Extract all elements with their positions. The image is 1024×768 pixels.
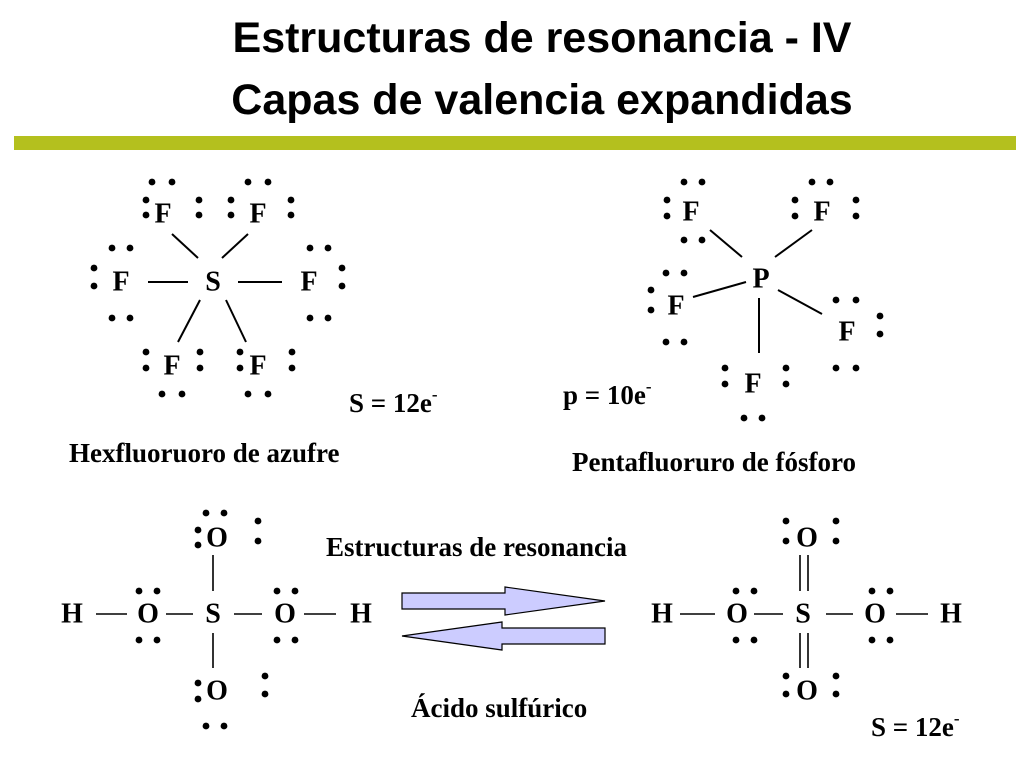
sf6-electron-count-text: S = 12e	[349, 388, 432, 418]
h2so4-right-oxygen-top-atom: O	[796, 523, 818, 554]
reverse-arrow	[401, 621, 606, 651]
sf6-fluorine-atom: F	[249, 351, 266, 382]
sf6-fluorine-atom: F	[249, 199, 266, 230]
sf6-compound-name: Hexfluoruoro de azufre	[69, 438, 339, 468]
title-underline-bar	[14, 136, 1016, 150]
sf6-structure: S F F F F F F S = 12e- Hexfluoru	[69, 178, 438, 468]
pf5-phosphorus-atom: P	[752, 264, 769, 295]
h2so4-right-oxygen-bottom-atom: O	[796, 676, 818, 707]
pf5-bond-right	[777, 289, 823, 315]
h2so4-right-oxygen-atom: O	[726, 599, 748, 630]
sf6-bond-bottom-left	[177, 299, 201, 343]
title-line-1: Estructuras de resonancia - IV	[232, 14, 852, 62]
pf5-bond-top-right	[774, 229, 813, 258]
h2so4-left-hydrogen-atom: H	[350, 599, 372, 630]
pf5-electron-count: p = 10e-	[563, 377, 652, 410]
h2so4-right-oxygen-atom: O	[864, 599, 886, 630]
pf5-fluorine-atom: F	[667, 291, 684, 322]
h2so4-left-hydrogen-atom: H	[61, 599, 83, 630]
title-line-2: Capas de valencia expandidas	[231, 76, 853, 124]
pf5-electron-count-text: p = 10e	[563, 380, 646, 410]
sf6-bond-top-left	[171, 233, 199, 259]
h2so4-right-hydrogen-atom: H	[940, 599, 962, 630]
resonance-label: Estructuras de resonancia	[326, 532, 627, 562]
sf6-fluorine-atom: F	[300, 267, 317, 298]
h2so4-left-oxygen-atom: O	[274, 599, 296, 630]
pf5-compound-name: Pentafluoruro de fósforo	[572, 447, 856, 477]
resonance-arrows: Estructuras de resonancia Ácido sulfúric…	[326, 532, 627, 723]
pf5-fluorine-atom: F	[838, 317, 855, 348]
pf5-lone-pair-dots	[647, 178, 884, 422]
sf6-sulfur-atom: S	[205, 267, 221, 298]
h2so4-right-lone-pair-dots	[732, 517, 894, 698]
pf5-fluorine-atom: F	[682, 197, 699, 228]
pf5-fluorine-atom: F	[813, 197, 830, 228]
sf6-lone-pair-dots	[90, 178, 346, 398]
h2so4-left-oxygen-atom: O	[137, 599, 159, 630]
sf6-fluorine-atom: F	[154, 199, 171, 230]
h2so4-structure-left: H O S O H O O	[61, 509, 372, 730]
h2so4-structure-right: H O S O H O O S = 12e-	[651, 517, 962, 742]
forward-arrow	[401, 586, 606, 616]
h2so4-right-hydrogen-atom: H	[651, 599, 673, 630]
h2so4-electron-count: S = 12e-	[871, 709, 960, 742]
sf6-fluorine-atom: F	[163, 351, 180, 382]
sf6-bond-bottom-right	[225, 299, 247, 343]
h2so4-left-oxygen-bottom-atom: O	[206, 676, 228, 707]
sf6-electron-count: S = 12e-	[349, 385, 438, 418]
h2so4-electron-count-superscript: -	[954, 709, 960, 728]
h2so4-electron-count-text: S = 12e	[871, 712, 954, 742]
sf6-bond-top-right	[221, 233, 249, 259]
pf5-electron-count-superscript: -	[646, 377, 652, 396]
h2so4-left-oxygen-top-atom: O	[206, 523, 228, 554]
pf5-fluorine-atom: F	[744, 369, 761, 400]
sf6-electron-count-superscript: -	[432, 385, 438, 404]
pf5-structure: P F F F F F p = 10e- Pentafluoruro de fó…	[563, 178, 884, 477]
h2so4-compound-name: Ácido sulfúrico	[411, 693, 587, 723]
pf5-bond-left	[692, 281, 747, 298]
pf5-bond-top-left	[709, 229, 743, 258]
h2so4-left-lone-pair-dots	[135, 509, 299, 730]
h2so4-left-sulfur-atom: S	[205, 599, 221, 630]
h2so4-right-sulfur-atom: S	[795, 599, 811, 630]
sf6-fluorine-atom: F	[112, 267, 129, 298]
